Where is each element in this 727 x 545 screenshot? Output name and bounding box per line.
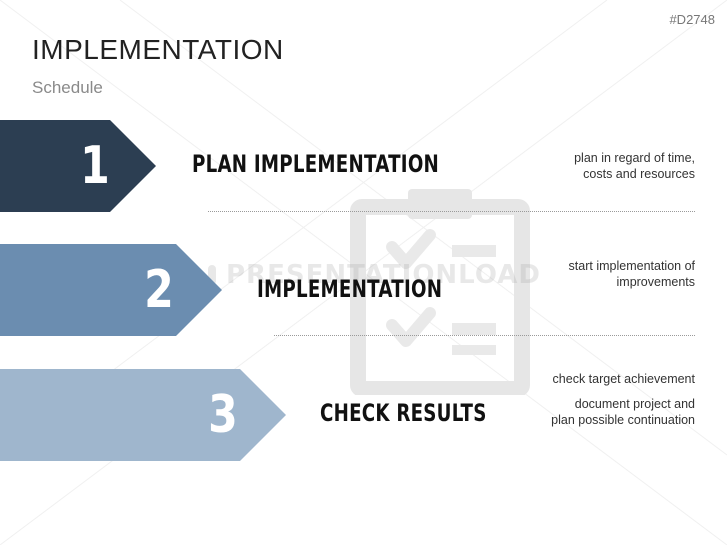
step-2-arrow: 2 — [0, 244, 224, 336]
step-2-desc-line: start implementation of — [568, 259, 695, 273]
document-id: #D2748 — [669, 12, 715, 27]
page-title: IMPLEMENTATION — [32, 34, 284, 65]
step-1-desc-line: plan in regard of time, — [574, 151, 695, 165]
step-2-divider — [274, 335, 695, 336]
step-2-number: 2 — [144, 260, 174, 320]
page-subtitle: Schedule — [32, 78, 103, 97]
step-1-arrow: 1 — [0, 120, 158, 212]
step-1-desc-line: costs and resources — [583, 167, 695, 181]
step-2-title: IMPLEMENTATION — [257, 275, 443, 303]
step-3-desc-line: document project and — [574, 397, 695, 411]
step-1-title: PLAN IMPLEMENTATION — [192, 150, 440, 178]
step-1-description: plan in regard of time, costs and resour… — [465, 150, 695, 182]
step-3-description: check target achievement document projec… — [465, 371, 695, 428]
step-1-number: 1 — [80, 136, 110, 196]
clipboard-watermark-icon — [350, 189, 530, 395]
step-3-title: CHECK RESULTS — [320, 399, 487, 427]
step-3-number: 3 — [208, 385, 238, 445]
watermark-text: PRESENTATIONLOAD — [226, 260, 541, 290]
step-2-desc-line: improvements — [616, 275, 696, 289]
step-3-desc-line: plan possible continuation — [551, 413, 695, 427]
step-1-divider — [208, 211, 695, 212]
step-3-desc-line: check target achievement — [552, 372, 695, 386]
step-2-description: start implementation of improvements — [465, 258, 695, 290]
step-3-arrow: 3 — [0, 369, 288, 461]
